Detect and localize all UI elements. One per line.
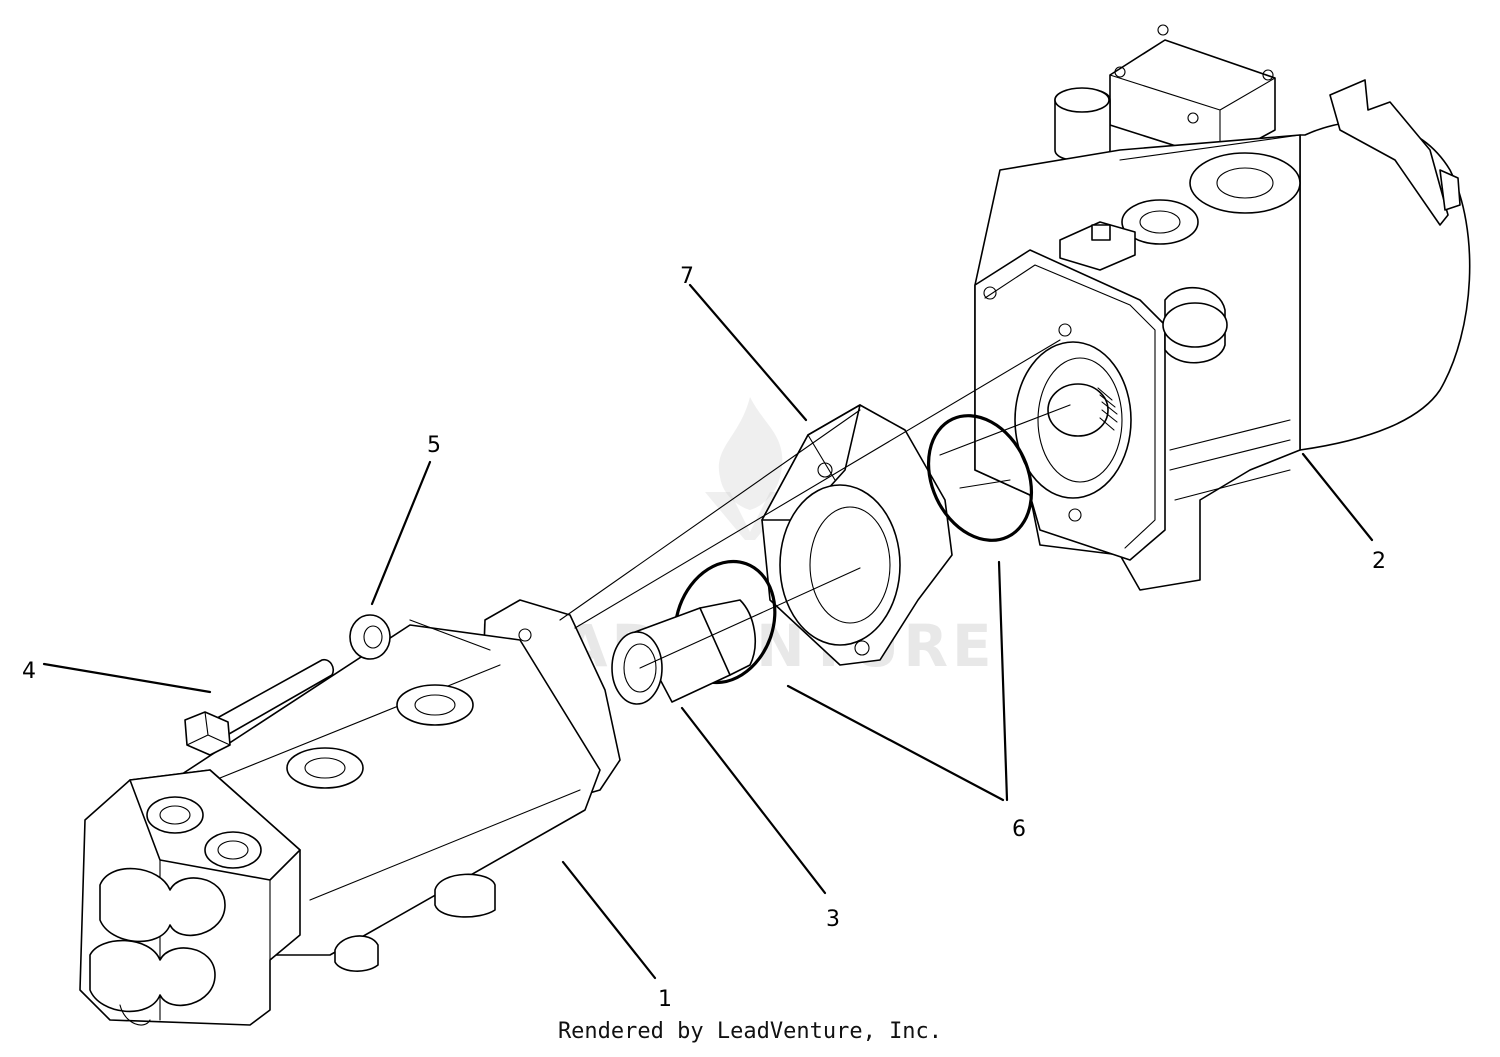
- callout-labels: 7 2 5 4 3 1 6: [22, 264, 1386, 1012]
- leader-6a: [786, 684, 1005, 802]
- leader-4: [42, 662, 212, 694]
- callout-5: 5: [427, 433, 441, 458]
- callout-6: 6: [1012, 817, 1026, 842]
- part-2-main-pump: [974, 24, 1471, 591]
- leader-5: [370, 460, 432, 606]
- leader-3: [680, 706, 827, 895]
- render-credit: Rendered by LeadVenture, Inc.: [557, 1019, 943, 1044]
- part-1-gear-pump: [79, 599, 621, 1026]
- leader-lines: [42, 283, 1374, 980]
- leader-6b: [997, 560, 1009, 802]
- part-4-bolt: [184, 658, 335, 756]
- callout-7: 7: [680, 264, 694, 289]
- callout-2: 2: [1372, 549, 1386, 574]
- part-6-o-ring-large: [926, 414, 1034, 542]
- callout-1: 1: [658, 987, 672, 1012]
- leader-1: [561, 860, 657, 980]
- part-5-washer: [349, 614, 391, 660]
- assembly-centerlines: [409, 339, 1071, 669]
- part-7-adapter-flange: [761, 404, 953, 666]
- callout-4: 4: [22, 659, 36, 684]
- part-3-coupler: [611, 599, 756, 705]
- leader-7: [688, 283, 808, 422]
- leader-2: [1301, 452, 1374, 542]
- callout-3: 3: [826, 907, 840, 932]
